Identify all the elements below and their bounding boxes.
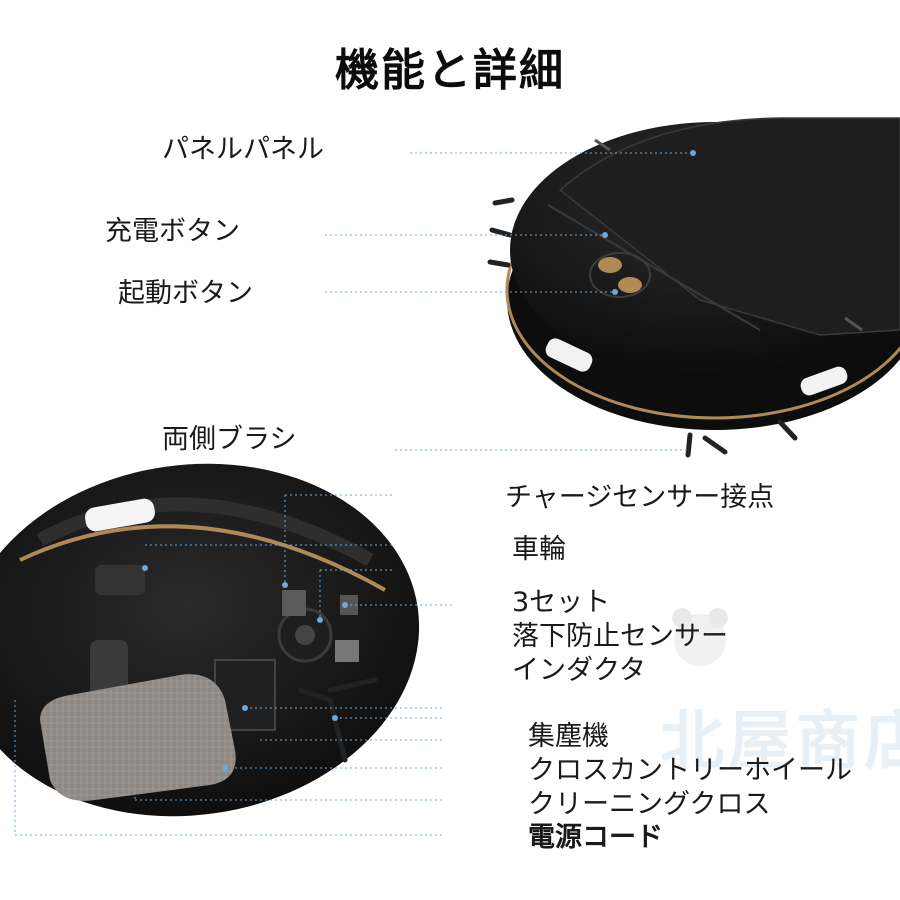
label-panel: パネルパネル	[162, 134, 324, 165]
label-power-cord: 電源コード	[528, 822, 663, 853]
label-charge-sensor-contacts: チャージセンサー接点	[505, 482, 775, 513]
robot-bottom-view	[0, 463, 420, 817]
label-charge-button: 充電ボタン	[105, 216, 240, 247]
label-group-sensors: 3セット 落下防止センサー インダクタ	[512, 586, 728, 688]
callout-lines	[14, 152, 693, 836]
label-three-sets: 3セット	[512, 587, 611, 618]
label-inductor: インダクタ	[512, 655, 646, 686]
label-dust-collector: 集塵機	[528, 721, 609, 752]
charge-button-icon	[598, 257, 622, 273]
label-start-button: 起動ボタン	[118, 278, 253, 309]
page-title: 機能と詳細	[335, 45, 565, 96]
label-side-brushes: 両側ブラシ	[162, 424, 297, 455]
label-cross-country-wheel: クロスカントリーホイール	[528, 755, 852, 786]
callout-dots	[142, 150, 696, 771]
power-button-icon	[618, 277, 642, 293]
label-group-accessories: 集塵機 クロスカントリーホイール クリーニングクロス	[528, 720, 852, 822]
label-cliff-sensor: 落下防止センサー	[512, 621, 728, 652]
robot-top-view	[487, 117, 900, 458]
label-wheels: 車輪	[512, 534, 566, 565]
store-watermark: 北屋商店	[660, 705, 900, 779]
label-cleaning-cloth: クリーニングクロス	[528, 789, 771, 820]
cleaning-cloth-pad	[40, 674, 236, 801]
watermark-panda-icon	[672, 608, 728, 666]
